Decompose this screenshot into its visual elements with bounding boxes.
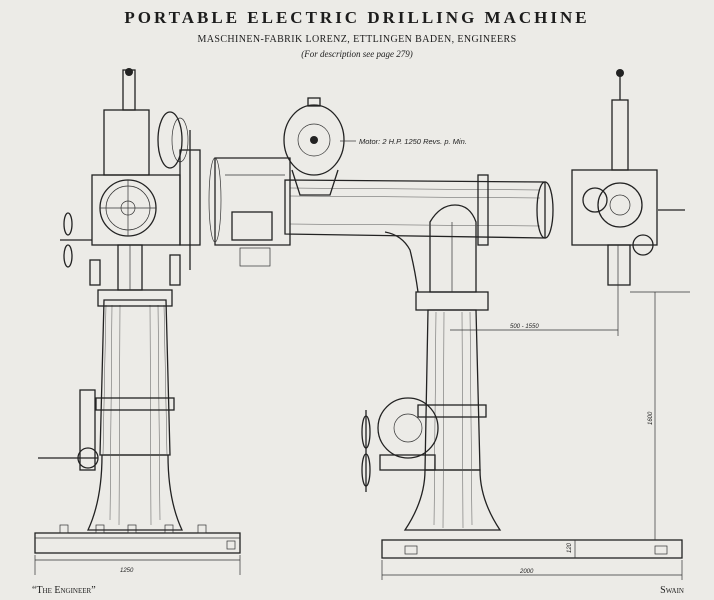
right-drill-head [571,169,658,246]
dimension-reach: 500 - 1550 [510,324,539,330]
left-column-foot [86,454,184,531]
right-column-foot [403,469,502,531]
description-reference: (For description see page 279) [301,49,413,59]
left-column [99,299,171,456]
left-base-plate [34,532,241,554]
engraver-credit: Swain [660,585,684,596]
dimension-base-small: 120 [567,542,573,553]
left-machine-end-view [34,68,241,575]
drawing-title: PORTABLE ELECTRIC DRILLING MACHINE [124,8,590,27]
manufacturer-line: MASCHINEN-FABRIK LORENZ, ETTLINGEN BADEN… [197,34,517,45]
dimension-height: 1600 [648,411,654,425]
dimension-base-right: 2000 [519,569,534,575]
right-arm [284,179,546,239]
right-motor [283,104,345,176]
right-machine-side-view [208,69,690,580]
dimension-base-left: 1250 [120,568,134,574]
motor-label: Motor: 2 H.P. 1250 Revs. p. Min. [359,137,467,146]
right-lower-handwheel [377,397,439,459]
right-base-plate [381,539,683,559]
publication-credit: “The Engineer” [32,585,96,596]
right-column [424,309,481,471]
